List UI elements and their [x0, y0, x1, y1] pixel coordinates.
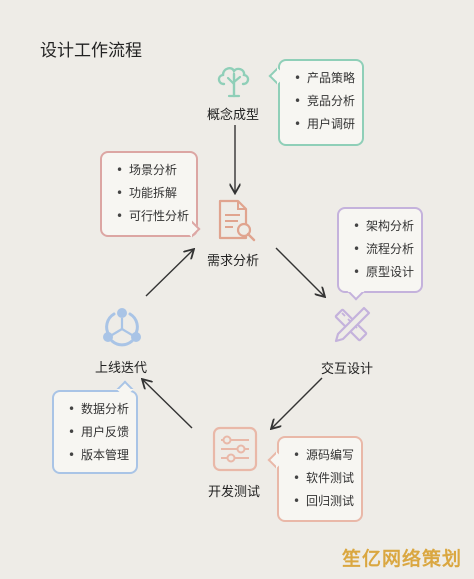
list-item: 源码编写: [293, 444, 354, 467]
cloud-tree-icon: [217, 67, 250, 98]
card-testing: 源码编写 软件测试 回归测试: [277, 436, 363, 522]
list-item: 版本管理: [68, 444, 129, 467]
arrow-interaction-to-testing: [272, 377, 323, 428]
card-requirements: 场景分析 功能拆解 可行性分析: [100, 151, 198, 237]
list-item: 可行性分析: [116, 205, 189, 228]
list-item: 架构分析: [353, 215, 414, 238]
card-concept: 产品策略 竞品分析 用户调研: [278, 59, 364, 146]
list-item: 软件测试: [293, 467, 354, 490]
list-item: 产品策略: [294, 67, 355, 90]
list-item: 原型设计: [353, 261, 414, 284]
node-label-interaction: 交互设计: [321, 362, 374, 377]
node-label-iteration: 上线迭代: [95, 361, 148, 376]
list-item: 数据分析: [68, 398, 129, 421]
card-interaction: 架构分析 流程分析 原型设计: [337, 207, 423, 293]
node-label-requirements: 需求分析: [207, 254, 260, 269]
watermark-text: 笙亿网络策划: [341, 548, 462, 570]
list-item: 用户调研: [294, 113, 355, 136]
document-search-icon: [218, 199, 256, 242]
page-title: 设计工作流程: [40, 41, 142, 61]
list-item: 用户反馈: [68, 421, 129, 444]
ruler-pencil-icon: [334, 306, 371, 343]
list-item: 流程分析: [353, 238, 414, 261]
list-item: 功能拆解: [116, 182, 186, 205]
node-label-testing: 开发测试: [208, 485, 261, 500]
sliders-icon: [212, 426, 258, 472]
arrow-testing-to-iteration: [143, 380, 193, 429]
list-item: 回归测试: [293, 490, 354, 513]
cycle-nodes-icon: [103, 308, 141, 347]
list-item: 竞品分析: [294, 90, 355, 113]
arrow-iteration-to-requirements: [145, 250, 193, 297]
node-label-concept: 概念成型: [207, 108, 260, 123]
list-item: 场景分析: [116, 159, 186, 182]
arrow-requirements-to-interaction: [275, 247, 324, 296]
card-iteration: 数据分析 用户反馈 版本管理: [52, 390, 138, 474]
